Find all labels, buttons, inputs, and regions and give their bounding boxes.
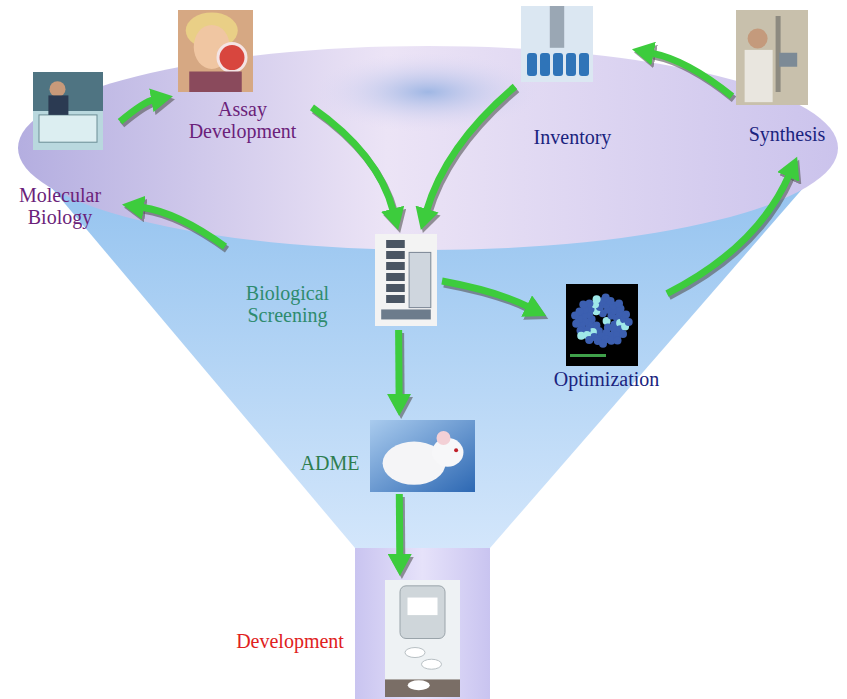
flow-arrow bbox=[120, 100, 155, 125]
arrow-shadow bbox=[654, 56, 734, 99]
flow-arrow bbox=[427, 87, 518, 214]
stage-label: Development bbox=[215, 630, 365, 652]
stage-node: Inventory bbox=[515, 4, 630, 154]
stage-photo bbox=[375, 234, 437, 326]
arrow-shadow bbox=[122, 103, 155, 125]
stage-node: Synthesis bbox=[732, 8, 842, 155]
funnel-rim bbox=[18, 46, 838, 250]
stage-label: Optimization bbox=[548, 368, 665, 390]
arrow-line bbox=[652, 53, 732, 96]
stage-node: ADME bbox=[295, 418, 478, 494]
flow-arrow bbox=[652, 53, 734, 99]
arrow-line bbox=[442, 281, 528, 307]
stage-photo bbox=[521, 6, 593, 82]
stage-label: ADME bbox=[295, 452, 365, 474]
stage-node: Biological Screening bbox=[225, 232, 442, 330]
arrow-line bbox=[427, 87, 516, 211]
flow-arrow bbox=[442, 281, 530, 310]
arrow-line bbox=[142, 207, 225, 246]
stage-label: Biological Screening bbox=[225, 282, 350, 327]
stage-photo bbox=[370, 420, 475, 492]
stage-photo bbox=[736, 10, 808, 105]
flow-arrow bbox=[399, 494, 402, 559]
stage-photo bbox=[178, 10, 253, 92]
arrow-shadow bbox=[144, 210, 227, 249]
flow-arrow bbox=[142, 207, 227, 249]
arrow-shadow bbox=[429, 90, 518, 214]
arrow-shadow bbox=[398, 497, 406, 559]
stage-node: Molecular Biology bbox=[5, 70, 120, 242]
arrow-shadow bbox=[314, 110, 395, 213]
arrow-line bbox=[396, 494, 404, 556]
stage-label: Assay Development bbox=[175, 98, 310, 143]
stage-label: Inventory bbox=[520, 126, 625, 148]
stage-node: Assay Development bbox=[175, 8, 312, 150]
arrow-shadow bbox=[669, 178, 791, 297]
arrow-shadow bbox=[397, 333, 405, 399]
arrow-line bbox=[395, 330, 403, 396]
flow-arrow bbox=[312, 107, 395, 213]
funnel-tube bbox=[355, 540, 490, 699]
stage-node: Development bbox=[215, 578, 465, 697]
stage-node: Optimization bbox=[548, 282, 667, 398]
stage-photo bbox=[385, 580, 460, 697]
flow-arrow bbox=[667, 175, 791, 297]
flow-arrow bbox=[399, 330, 402, 399]
stage-photo bbox=[33, 72, 103, 150]
arrow-line bbox=[312, 107, 393, 210]
funnel-opening bbox=[308, 52, 548, 132]
stage-label: Synthesis bbox=[737, 123, 837, 145]
stage-photo bbox=[566, 284, 638, 366]
arrow-shadow bbox=[444, 284, 530, 310]
arrow-line bbox=[667, 175, 789, 294]
arrow-line bbox=[120, 100, 153, 122]
stage-label: Molecular Biology bbox=[5, 184, 115, 229]
